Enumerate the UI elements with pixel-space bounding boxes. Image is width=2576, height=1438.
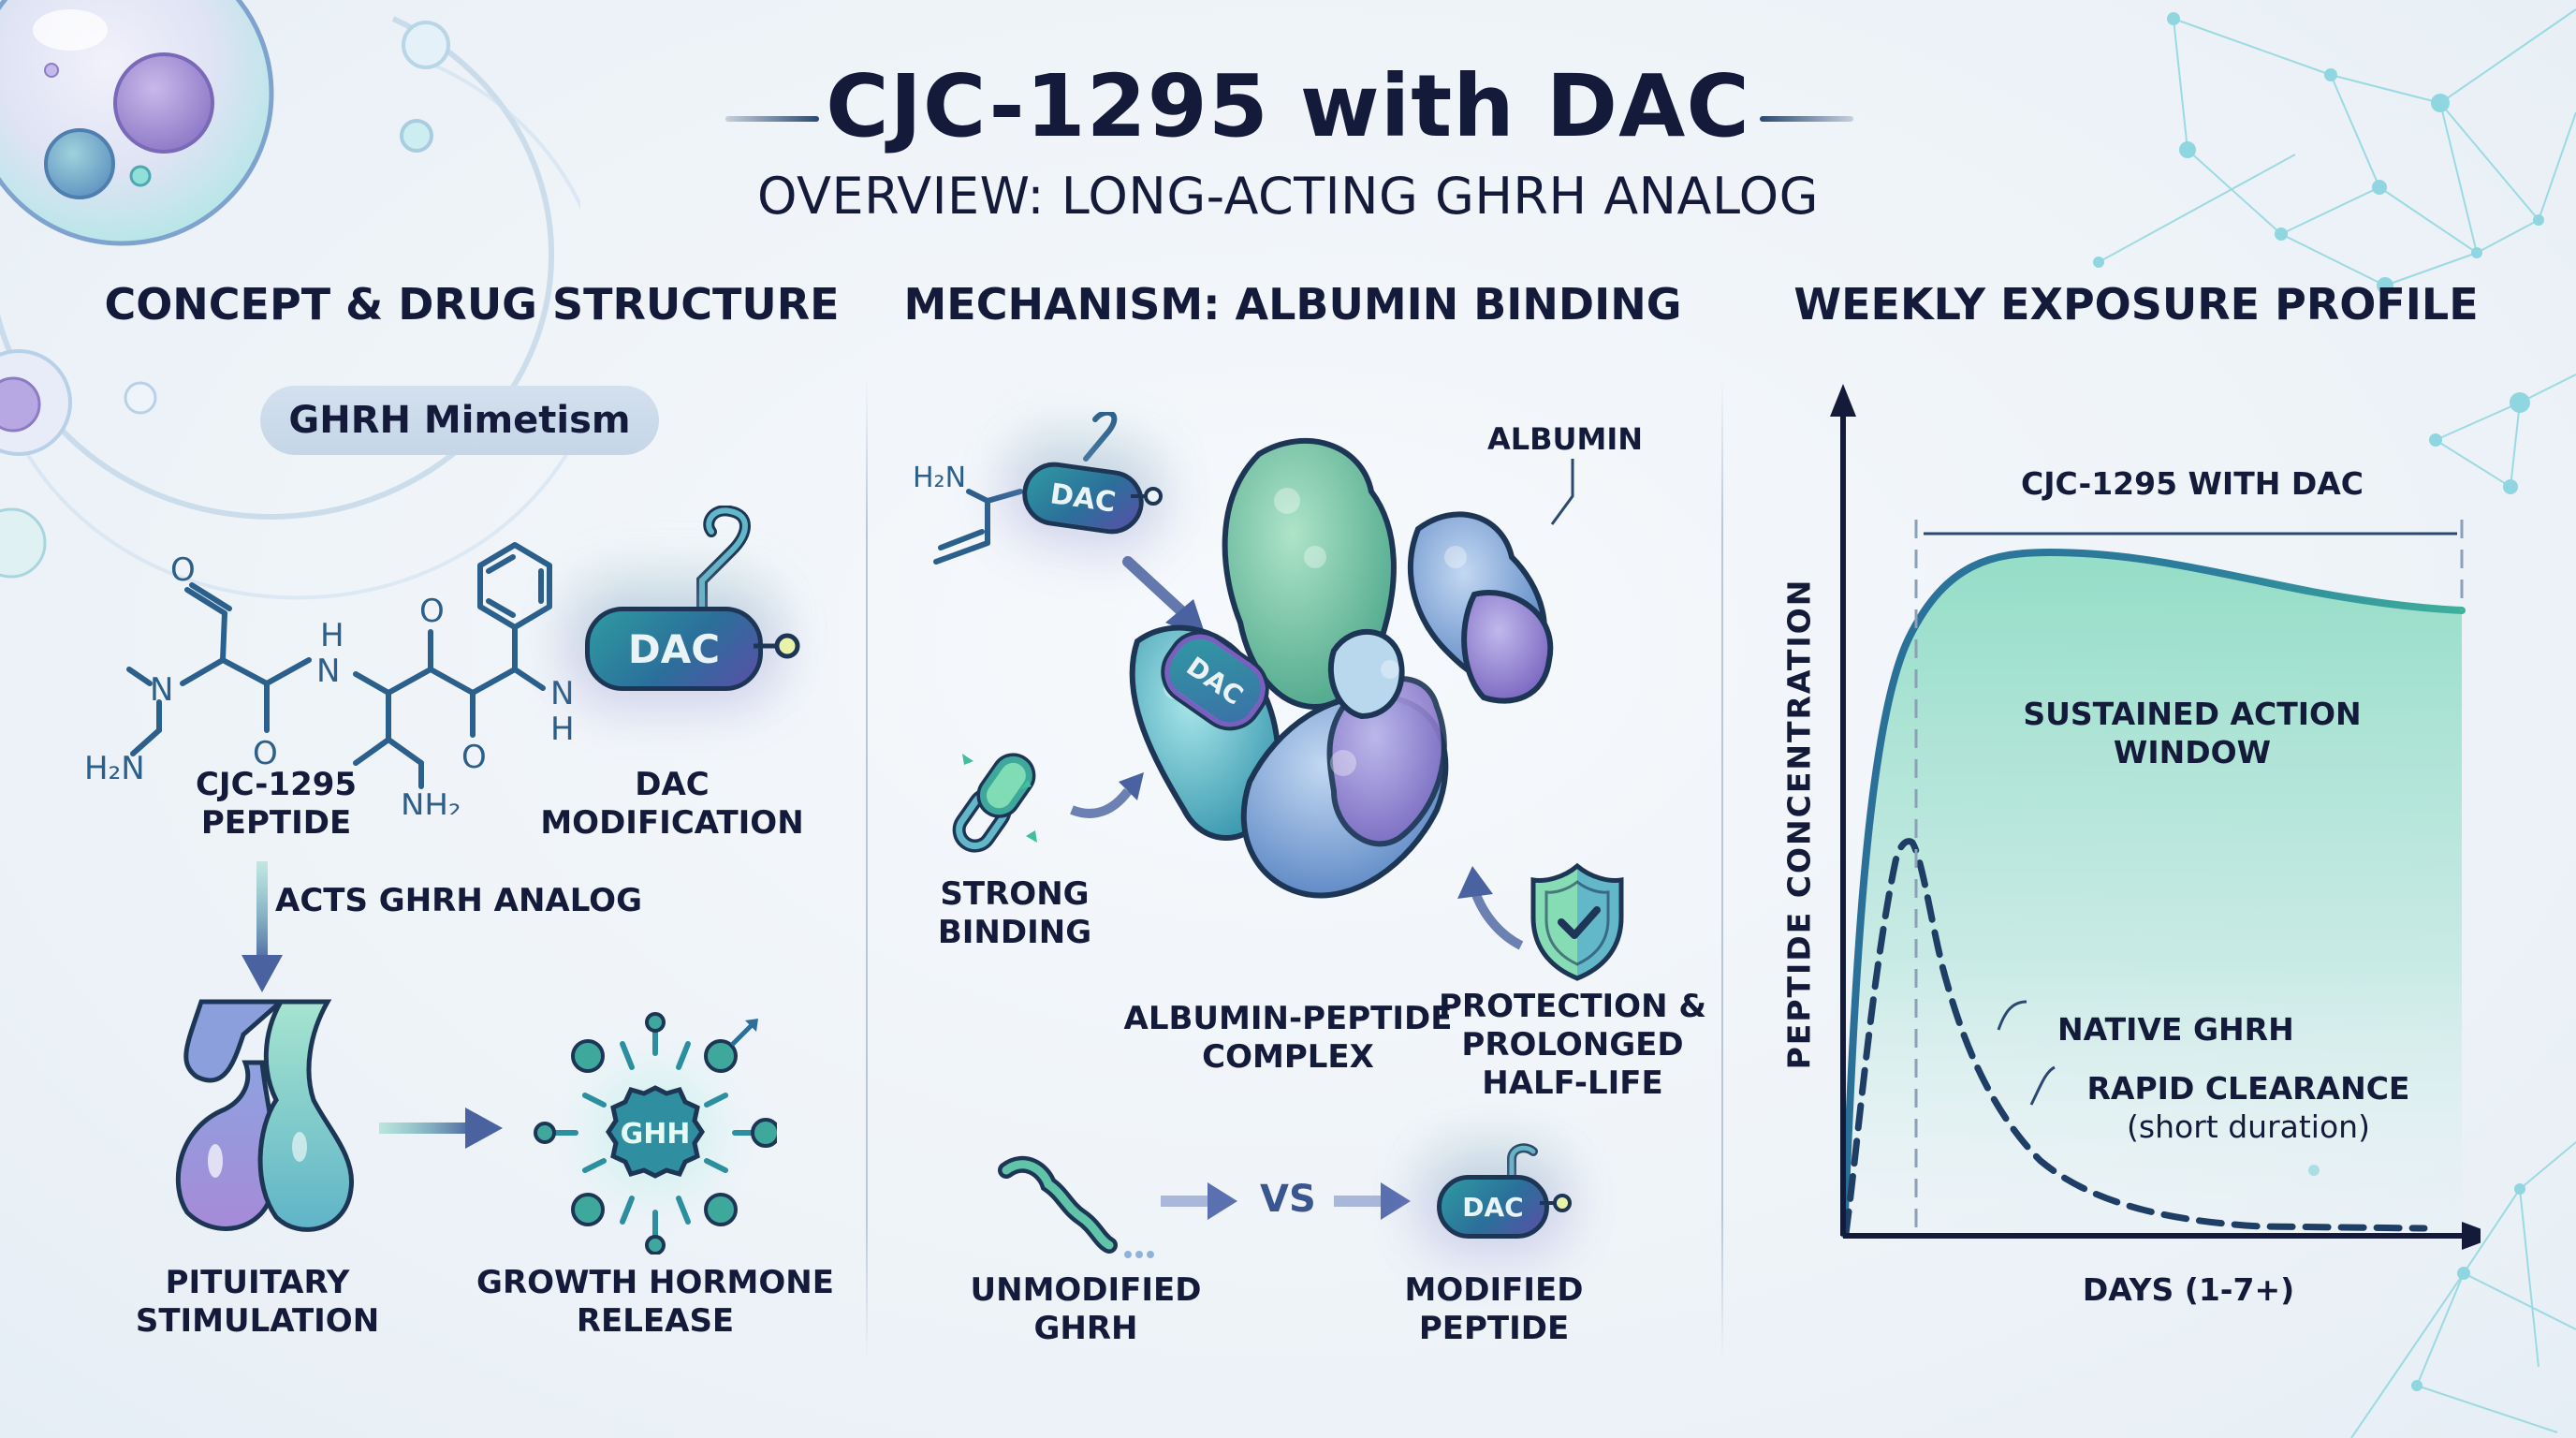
section-title-profile: WEEKLY EXPOSURE PROFILE [1793,279,2479,330]
dac-hook-icon: ϟ [696,506,751,622]
dac-peptide-molecule-icon: H₂N [913,412,1118,565]
growth-hormone-release-label: GROWTH HORMONE RELEASE [476,1264,834,1340]
albumin-protein-illustration [1129,438,1554,899]
chem-o-4: O [461,739,487,776]
x-axis-label: DAYS (1-7+) [2082,1271,2295,1308]
sustained-action-window-label: SUSTAINED ACTION WINDOW [2023,696,2362,771]
chem-h-end: H [550,711,575,748]
cjc-area [1844,552,2462,1234]
right-arrow-icon [379,1108,503,1149]
chem-h2n: H₂N [84,750,145,787]
unmodified-ghrh-label: UNMODIFIED GHRH [970,1271,1202,1347]
chem-o-3: O [419,593,445,630]
chem-n-end: N [550,675,574,712]
chem-o-1: O [170,551,196,589]
native-ghrh-curve [1842,838,2428,1238]
modified-dac-hook-icon [1507,1143,1538,1187]
cjc-curve [1840,548,2466,1238]
section-title-concept: CONCEPT & DRUG STRUCTURE [104,279,840,330]
peptide-structure-diagram: O N H₂N O H N O O NH₂ N H [84,542,575,814]
gh-core-text: GHH [621,1118,691,1151]
albumin-label: ALBUMIN [1486,421,1644,457]
pituitary-gland-icon [175,999,355,1232]
albumin-peptide-complex-label: ALBUMIN-PEPTIDE COMPLEX [1123,1000,1453,1076]
protection-half-life-label: PROTECTION & PROLONGED HALF-LIFE [1438,988,1707,1102]
column-divider-2 [1721,378,1723,1361]
page-title: CJC-1295 with DAC [826,56,1750,156]
dac-connector-icon-2 [1131,487,1163,506]
unmodified-ghrh-icon [998,1155,1154,1258]
title-rule-left [725,116,819,122]
down-arrow-icon [242,861,283,992]
vs-text: VS [1260,1178,1316,1221]
pituitary-stimulation-label: PITUITARY STIMULATION [135,1264,380,1340]
chem-n-1: N [150,671,173,709]
growth-hormone-release-icon: GHH [534,1012,777,1255]
chart-bracket-label: CJC-1295 WITH DAC [2021,465,2364,502]
albumin-leader-line [1550,459,1574,525]
chem-h-top: H [320,617,344,654]
curved-arrow-up-icon [1457,866,1524,950]
modified-peptide-label: MODIFIED PEPTIDE [1404,1271,1584,1347]
native-ghrh-label: NATIVE GHRH [2057,1011,2294,1048]
acts-ghrh-analog-label: ACTS GHRH ANALOG [275,882,642,919]
strong-binding-label: STRONG BINDING [937,875,1092,951]
exposure-profile-chart [1830,384,2481,1250]
section-title-mechanism: MECHANISM: ALBUMIN BINDING [903,279,1682,330]
ghrh-mimetism-badge: GHRH Mimetism [260,386,659,455]
peptide-label: CJC-1295 PEPTIDE [195,766,358,842]
rapid-clearance-label: RAPID CLEARANCE (short duration) [2086,1070,2410,1146]
y-axis-label: PEPTIDE CONCENTRATION [1780,578,1818,1070]
title-rule-right [1760,116,1853,122]
strong-binding-link-icon [952,753,1037,853]
dac-modification-chip: DAC [585,607,763,691]
page-subtitle: OVERVIEW: LONG-ACTING GHRH ANALOG [757,167,1819,226]
column-divider-1 [866,378,868,1361]
shield-check-icon [1530,862,1624,981]
h2n-text: H₂N [913,462,966,494]
dac-modification-label: DAC MODIFICATION [540,766,804,842]
vs-arrow-left-icon [1161,1182,1237,1220]
chem-o-2: O [253,735,278,772]
chem-nh2: NH₂ [401,787,461,814]
curved-arrow-icon [1070,772,1144,818]
vs-arrow-right-icon [1334,1182,1411,1220]
modified-peptide-dac-chip: DAC [1437,1175,1549,1239]
dac-connector-icon [754,633,800,659]
chem-n-mid: N [316,653,340,690]
dac-connector-icon-3 [1540,1194,1572,1212]
